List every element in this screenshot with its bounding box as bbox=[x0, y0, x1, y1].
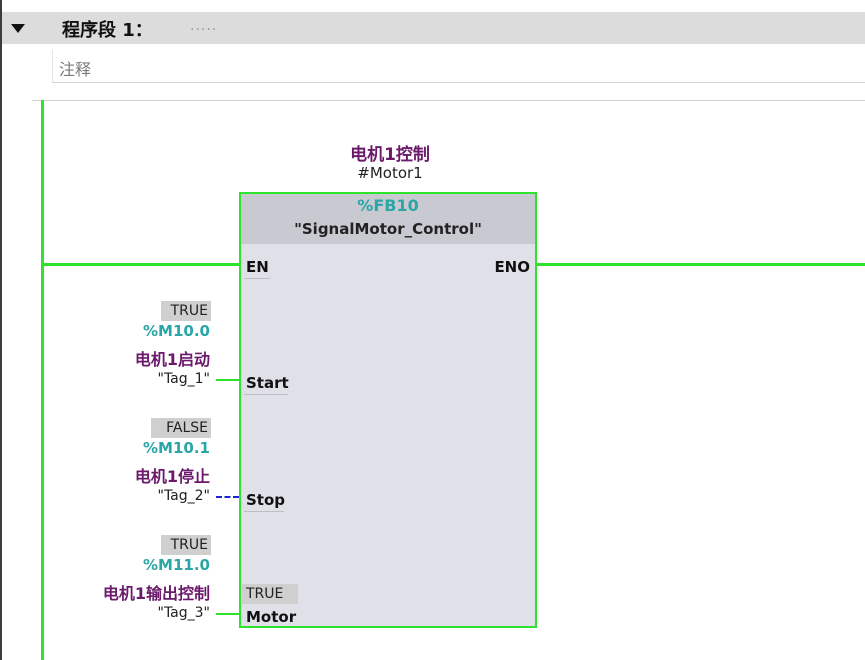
start-value-badge: TRUE bbox=[161, 301, 211, 321]
pin-start[interactable]: Start bbox=[246, 374, 289, 392]
network-header[interactable]: 程序段 1： ..... bbox=[2, 12, 865, 44]
network-comment-text: 注释 bbox=[59, 60, 92, 79]
network-title-field[interactable]: ..... bbox=[190, 18, 218, 34]
motor-input-value-badge: TRUE bbox=[161, 535, 211, 555]
motor-value-badge: TRUE bbox=[242, 584, 298, 604]
motor-symbol[interactable]: 电机1输出控制 bbox=[102, 584, 210, 603]
motor-tag[interactable]: "Tag_3" bbox=[157, 605, 211, 621]
network-title: 程序段 1： bbox=[62, 20, 153, 41]
pin-stop-underline bbox=[244, 511, 284, 512]
pin-en-underline bbox=[244, 278, 270, 279]
start-symbol[interactable]: 电机1启动 bbox=[134, 350, 210, 369]
fb-number: %FB10 bbox=[357, 196, 419, 215]
function-block[interactable]: %FB10 "SignalMotor_Control" EN ENO Start… bbox=[239, 192, 537, 628]
start-tag[interactable]: "Tag_1" bbox=[157, 371, 211, 387]
power-rail bbox=[41, 100, 44, 660]
stop-value-badge: FALSE bbox=[151, 418, 211, 438]
stop-wire-dashed bbox=[216, 496, 239, 498]
function-block-header: %FB10 "SignalMotor_Control" bbox=[241, 194, 535, 244]
collapse-triangle-icon[interactable] bbox=[11, 24, 25, 33]
instance-name[interactable]: 电机1控制 bbox=[350, 145, 430, 165]
fb-type-name: "SignalMotor_Control" bbox=[294, 220, 482, 238]
motor-address[interactable]: %M11.0 bbox=[143, 556, 210, 574]
stop-address[interactable]: %M10.1 bbox=[143, 439, 210, 457]
instance-db[interactable]: #Motor1 bbox=[357, 164, 423, 182]
ladder-area-top-border bbox=[32, 100, 865, 101]
en-wire[interactable] bbox=[44, 263, 239, 266]
pin-motor[interactable]: Motor bbox=[246, 608, 297, 626]
pin-start-underline bbox=[244, 394, 288, 395]
editor-left-border bbox=[0, 0, 2, 660]
pin-stop[interactable]: Stop bbox=[246, 491, 286, 509]
network-comment-field[interactable]: 注释 bbox=[52, 50, 865, 83]
pin-en[interactable]: EN bbox=[246, 258, 269, 276]
stop-symbol[interactable]: 电机1停止 bbox=[134, 467, 210, 486]
start-wire bbox=[216, 379, 239, 381]
stop-tag[interactable]: "Tag_2" bbox=[157, 488, 211, 504]
motor-wire bbox=[216, 613, 239, 615]
pin-eno[interactable]: ENO bbox=[494, 258, 530, 276]
eno-wire[interactable] bbox=[535, 263, 865, 266]
start-address[interactable]: %M10.0 bbox=[143, 322, 210, 340]
